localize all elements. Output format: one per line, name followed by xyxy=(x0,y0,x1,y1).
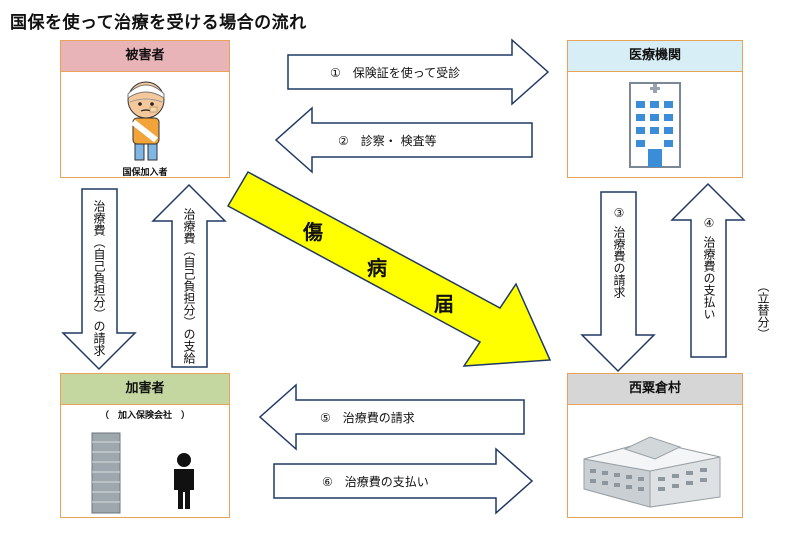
arrow-city-payment-label: 治療費の支払い xyxy=(702,236,716,320)
arrow-city-claim-num: ③ xyxy=(612,206,626,220)
arrow-consult xyxy=(287,38,550,106)
injury-char-2: 病 xyxy=(367,256,387,280)
offender-caption: （ 加入保険会社 ） xyxy=(99,411,190,421)
arrow-consult-label: ① 保険証を使って受診 xyxy=(330,66,461,80)
injured-person-icon xyxy=(127,81,165,161)
arrow-offender-payment xyxy=(273,447,534,515)
arrow-exam-label: ② 診察・ 検査等 xyxy=(338,134,437,148)
person-icon xyxy=(174,453,194,509)
injury-char-1: 傷 xyxy=(303,220,323,244)
victim-box: 被害者 国保加入者 xyxy=(60,40,230,178)
advance-note-label: （立替分） xyxy=(756,280,770,340)
arrow-city-payment-num: ④ xyxy=(702,216,716,230)
city-label: 西粟倉村 xyxy=(568,374,742,405)
arrow-exam xyxy=(274,106,533,174)
hospital-icon xyxy=(629,82,681,168)
government-building-icon xyxy=(583,436,721,508)
arrow-self-payment xyxy=(151,183,227,368)
office-building-icon xyxy=(91,432,121,514)
victim-caption: 国保加入者 xyxy=(122,168,168,178)
arrow-self-claim-label: 治療費（自己負担分）の請求 xyxy=(92,200,106,356)
arrow-city-payment-num-text: ④ xyxy=(702,216,716,230)
offender-label: 加害者 xyxy=(61,374,229,405)
advance-note-text: （立替分） xyxy=(756,280,770,340)
arrow-self-claim xyxy=(61,188,137,371)
arrow-self-payment-label: 治療費（自己負担分）の支給 xyxy=(182,208,196,364)
arrow-self-payment-text: 治療費（自己負担分）の支給 xyxy=(182,208,196,364)
arrow-city-claim-label: 治療費の請求 xyxy=(612,226,626,298)
arrow-city-claim xyxy=(580,191,656,373)
medical-label: 医療機関 xyxy=(568,41,742,72)
injury-arrow xyxy=(226,170,552,367)
arrow-city-claim-text: 治療費の請求 xyxy=(612,226,626,298)
offender-box: 加害者 （ 加入保険会社 ） xyxy=(60,373,230,518)
city-box: 西粟倉村 xyxy=(567,373,743,518)
arrow-city-claim-num-text: ③ xyxy=(612,206,626,220)
page-title: 国保を使って治療を受ける場合の流れ xyxy=(10,13,307,33)
victim-label: 被害者 xyxy=(61,41,229,72)
medical-box: 医療機関 xyxy=(567,40,743,178)
arrow-offender-payment-label: ⑥ 治療費の支払い xyxy=(322,475,429,489)
injury-char-3: 届 xyxy=(434,292,454,316)
arrow-city-payment xyxy=(670,182,746,358)
arrow-city-payment-text: 治療費の支払い xyxy=(702,236,716,320)
arrow-offender-claim-label: ⑤ 治療費の請求 xyxy=(320,411,415,425)
arrow-self-claim-text: 治療費（自己負担分）の請求 xyxy=(92,200,106,356)
arrow-offender-claim xyxy=(258,383,525,451)
